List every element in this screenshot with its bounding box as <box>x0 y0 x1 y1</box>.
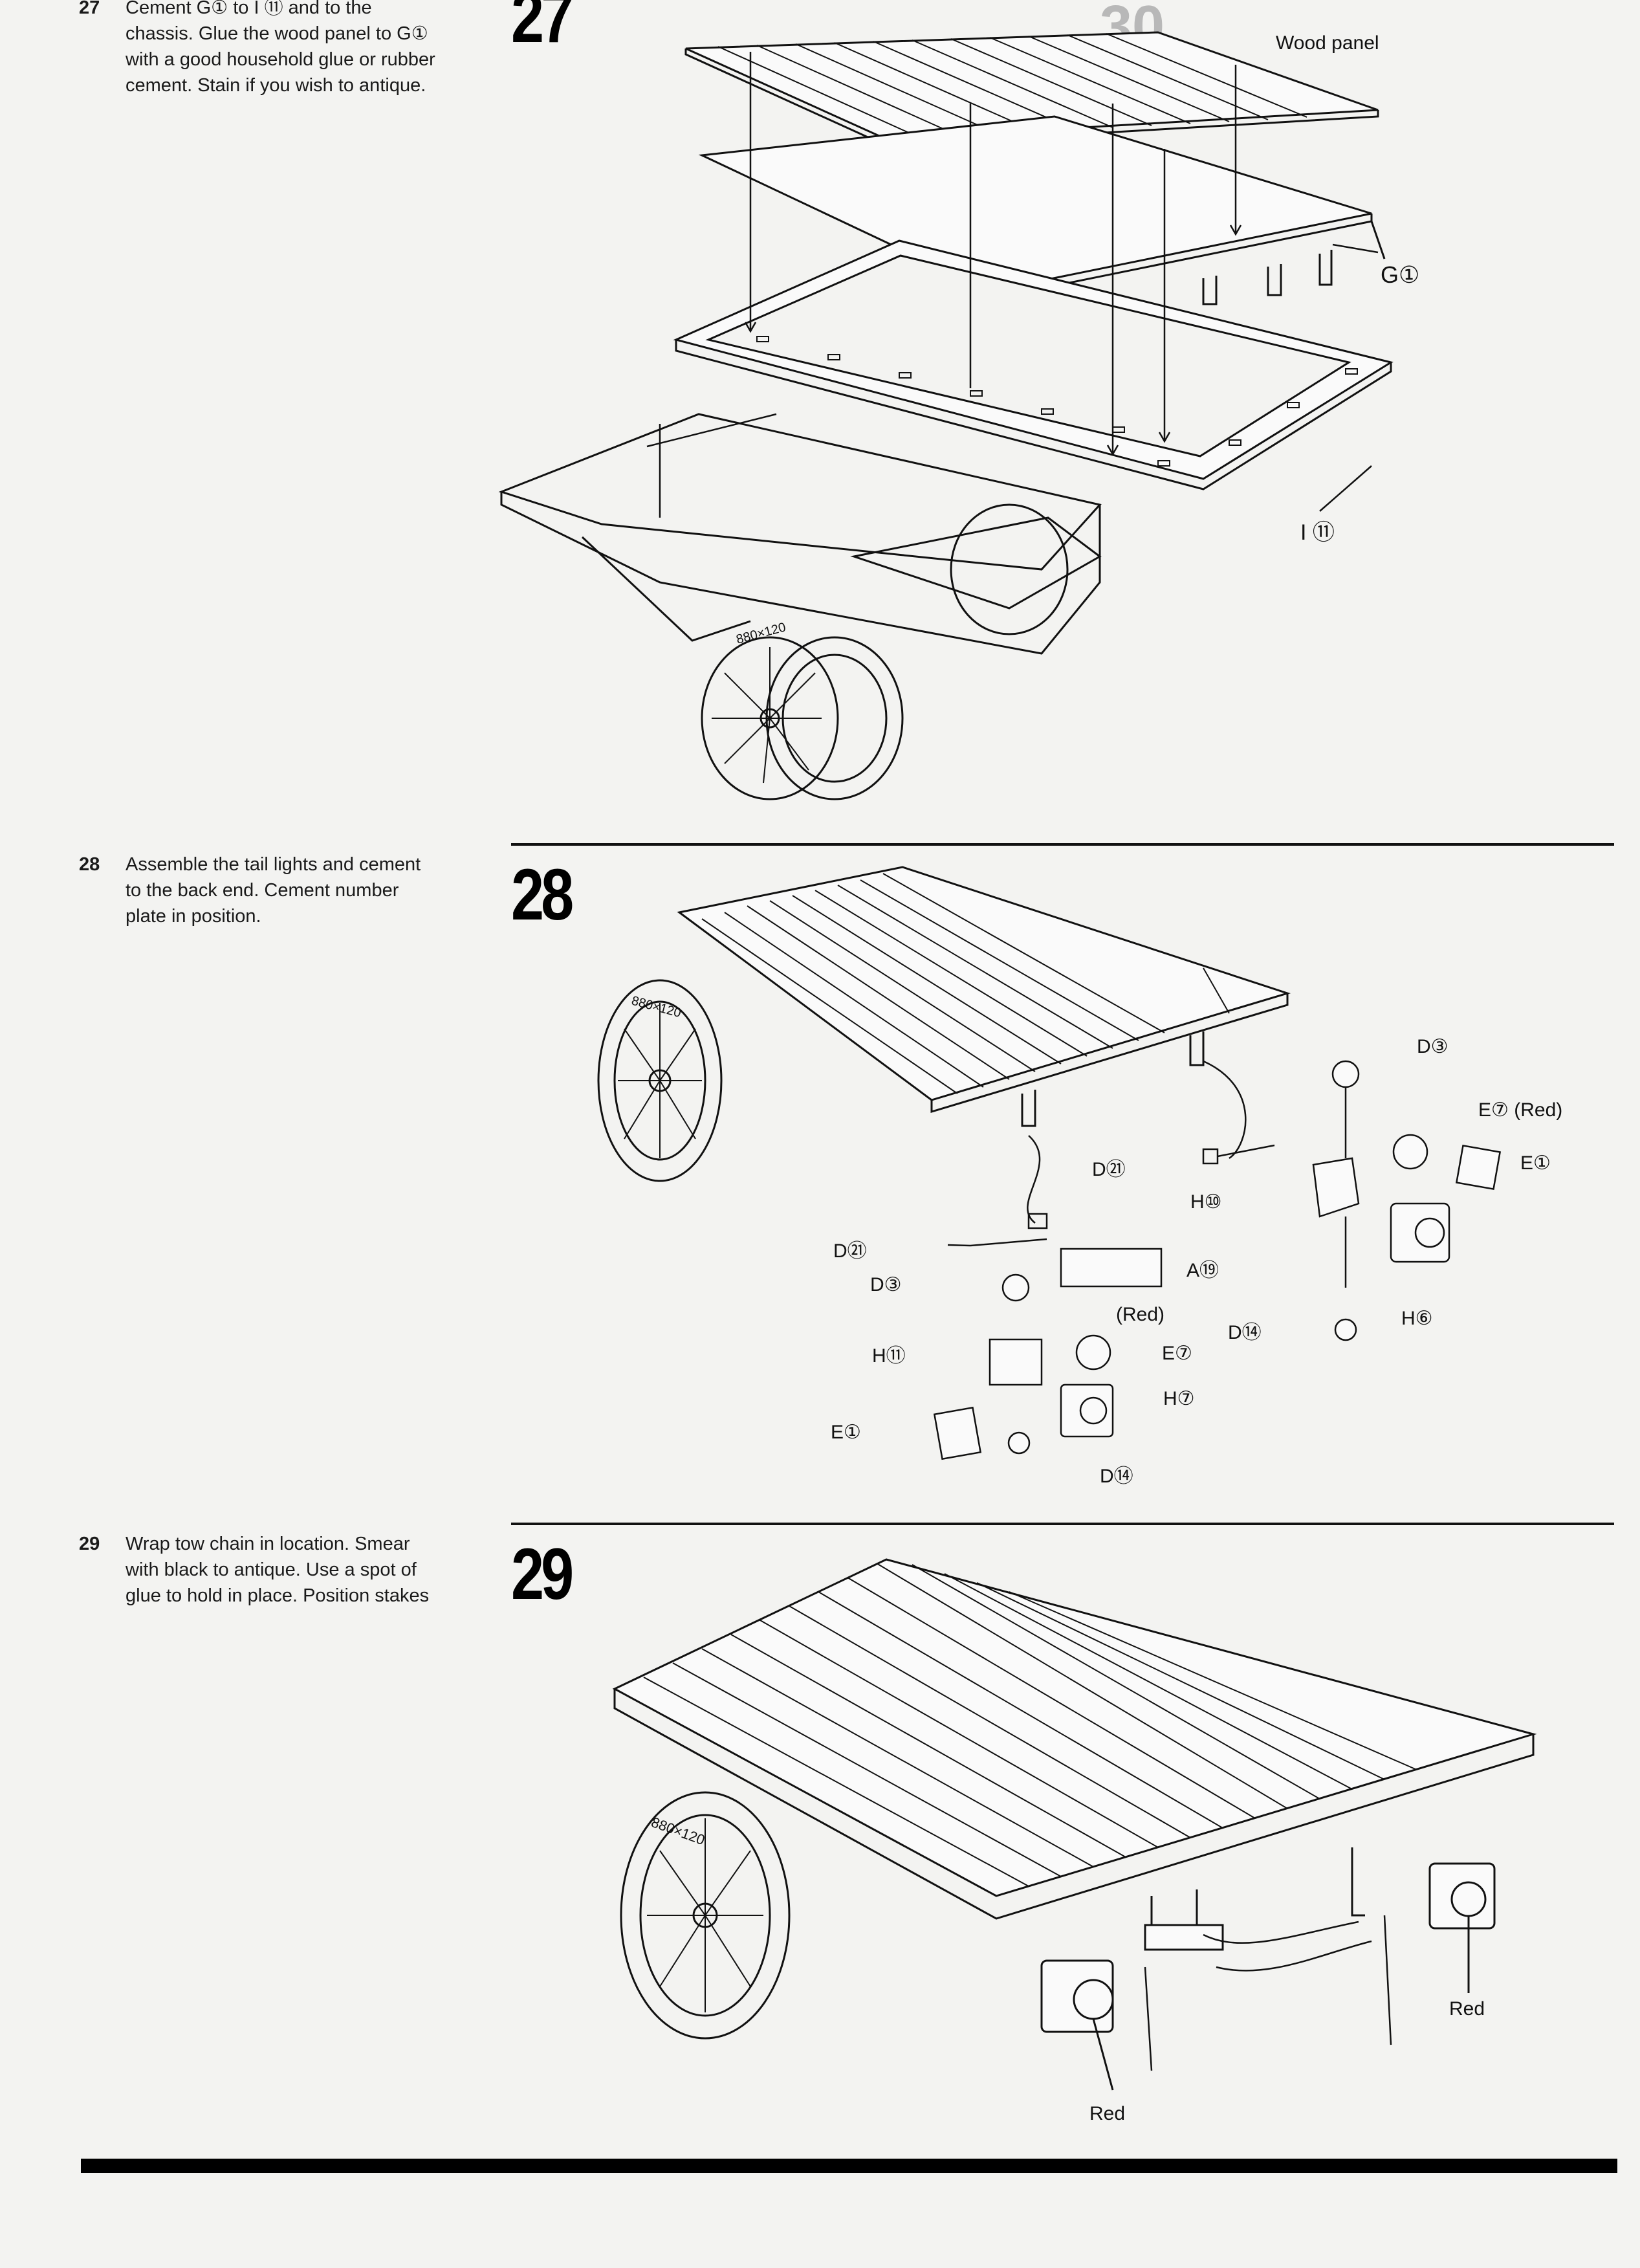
step-29-instructions: 29 Wrap tow chain in location. Smear wit… <box>79 1531 488 1609</box>
part-e1-top-label: E① <box>1520 1152 1551 1174</box>
part-d14-right-label: D⑭ <box>1228 1322 1262 1343</box>
diagram-28-number: 28 <box>511 854 574 935</box>
i11-frame-drawing <box>673 239 1394 490</box>
wood-panel-label: Wood panel <box>1276 32 1379 54</box>
diagram-29-number: 29 <box>511 1534 574 1614</box>
part-h7-label: H⑦ <box>1163 1388 1195 1409</box>
tow-chain-drawing <box>1144 1915 1392 2071</box>
flatbed-28-drawing: 880×120 <box>597 866 1291 1182</box>
part-h11-label: H⑪ <box>872 1345 906 1367</box>
step-28-number: 28 <box>79 854 100 875</box>
flatbed-29-drawing: 880×120 <box>612 1558 1537 2091</box>
diagram-27-number: 27 <box>511 0 574 58</box>
wood-panel-drawing <box>684 31 1379 147</box>
red-bottom-label: Red <box>1089 2103 1126 2124</box>
part-d25-left-label: D㉑ <box>833 1240 867 1262</box>
assembly-arrows-27 <box>646 52 1379 518</box>
part-d3-left-label: D③ <box>870 1274 902 1295</box>
tail-light-parts-28 <box>933 1060 1502 1460</box>
step-29-text: Wrap tow chain in location. Smear with b… <box>126 1534 430 1606</box>
step-29-number: 29 <box>79 1534 100 1554</box>
section-divider <box>511 1523 1614 1525</box>
part-e1-left-label: E① <box>831 1422 861 1443</box>
section-divider <box>511 843 1614 846</box>
tyre-marking-29: 880×120 <box>649 1814 707 1848</box>
part-d3-top-label: D③ <box>1417 1036 1449 1057</box>
step-28-instructions: 28 Assemble the tail lights and cement t… <box>79 852 488 929</box>
part-e7-top-label: E⑦ (Red) <box>1478 1099 1563 1121</box>
step-27-instructions: 27 Cement G① to I ⑪ and to the chassis. … <box>79 0 488 98</box>
part-e7-mid-label: E⑦ <box>1162 1343 1192 1364</box>
step-28-text: Assemble the tail lights and cement to t… <box>126 854 421 927</box>
red-right-label: Red <box>1449 1998 1485 2020</box>
bottom-bar <box>81 2159 1617 2173</box>
part-red-mid-label: (Red) <box>1116 1304 1165 1325</box>
step-27-text: Cement G① to I ⑪ and to the chassis. Glu… <box>126 0 435 96</box>
part-d14-bottom-label: D⑭ <box>1100 1466 1133 1487</box>
g1-label: G① <box>1381 261 1420 288</box>
part-d25-top-label: D㉑ <box>1092 1159 1126 1180</box>
part-h10-label: H⑩ <box>1190 1191 1222 1213</box>
i11-label: I ⑪ <box>1300 520 1335 545</box>
part-a19-label: A⑲ <box>1186 1260 1219 1281</box>
chassis-drawing: 880×120 <box>498 413 1102 800</box>
step-27-number: 27 <box>79 0 100 18</box>
part-h6-label: H⑥ <box>1401 1308 1433 1329</box>
tyre-marking-28: 880×120 <box>630 994 683 1021</box>
